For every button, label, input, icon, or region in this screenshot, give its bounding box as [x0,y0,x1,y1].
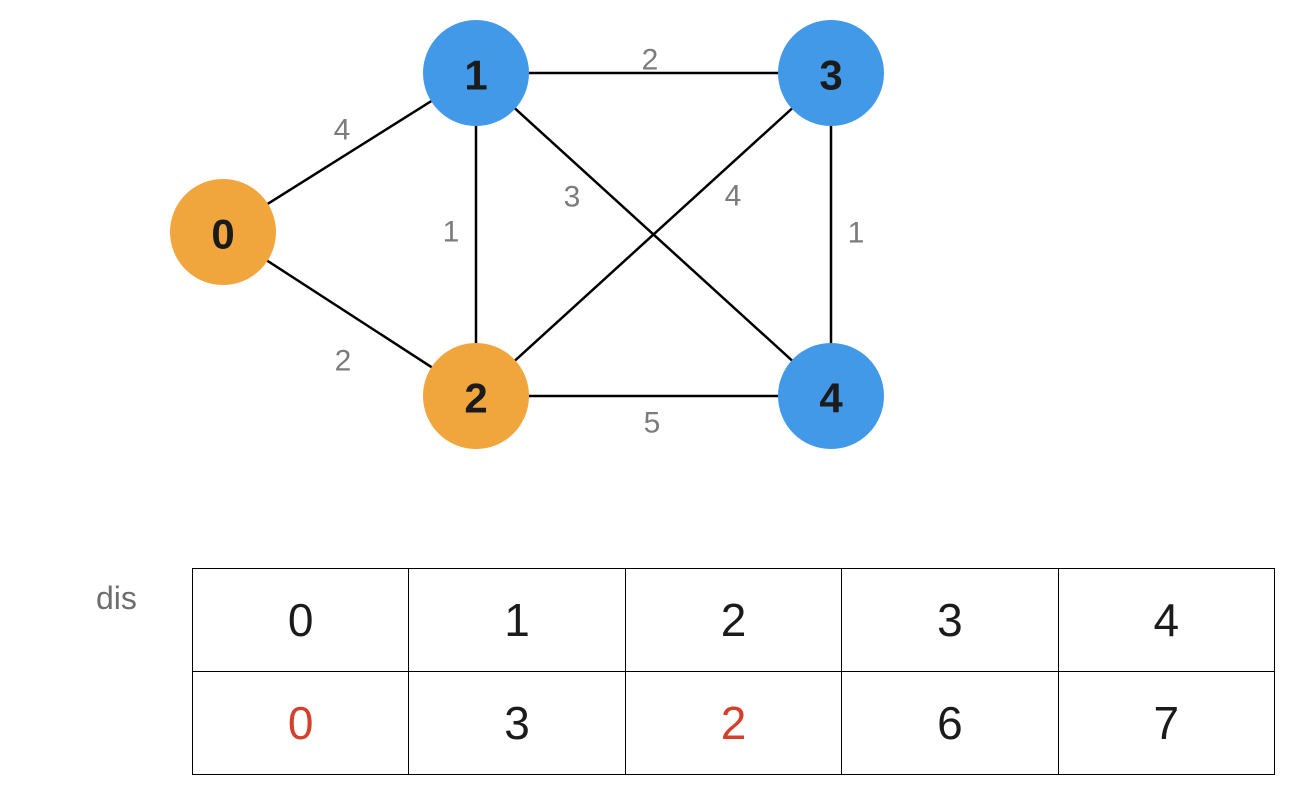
graph-node-2 [423,343,529,449]
edge-weight-label-0-2: 2 [335,345,352,378]
table-value-cell-4: 7 [1058,672,1275,775]
edge-line-2-3 [475,72,832,397]
edge-weight-label-2-3: 4 [725,180,742,213]
table-label: dis [96,580,137,616]
table-value-cell-2: 2 [625,672,843,775]
graph-node-3 [778,20,884,126]
node-label-3: 3 [819,52,842,99]
table-header-cell-2: 2 [625,569,843,672]
edge-weight-label-1-3: 2 [642,44,659,77]
edge-weight-label-3-4: 1 [848,217,865,250]
edge-weight-label-1-2: 1 [443,216,460,249]
edge-weight-label-2-4: 5 [644,407,661,440]
node-label-4: 4 [819,375,843,422]
table-value-cell-3: 6 [842,672,1059,775]
table-value-cell-0: 0 [193,672,410,775]
table-header-cell-4: 4 [1058,569,1275,672]
table-value-cell-1: 3 [409,672,626,775]
node-label-1: 1 [464,52,487,99]
table-header-cell-1: 1 [409,569,626,672]
graph-diagram: 4 2 1 2 3 4 5 1 0 1 2 3 4 [170,20,884,449]
edge-weight-label-1-4: 3 [564,181,581,214]
graph-node-1 [423,20,529,126]
graph-node-4 [778,343,884,449]
edge-weight-label-0-1: 4 [334,114,351,147]
node-label-0: 0 [211,211,234,258]
graph-node-0 [170,179,276,285]
table-header-cell-3: 3 [842,569,1059,672]
table-header-cell-0: 0 [193,569,410,672]
node-label-2: 2 [464,375,487,422]
